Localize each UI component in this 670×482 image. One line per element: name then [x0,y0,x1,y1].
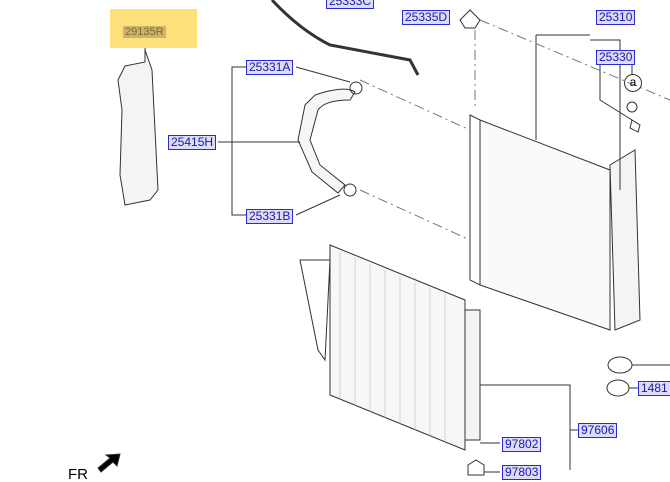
part-label-25331A[interactable]: 25331A [246,60,294,75]
part-label-25333C[interactable]: 25333C [326,0,375,9]
part-label-97606[interactable]: 97606 [578,423,618,438]
part-label-25331B[interactable]: 25331B [246,209,294,224]
part-label-29135R[interactable]: 29135R [123,26,166,38]
part-label-25415H[interactable]: 25415H [168,135,217,150]
part-label-97802[interactable]: 97802 [502,437,542,452]
callout-a: a [624,74,642,92]
part-label-25335D[interactable]: 25335D [402,10,451,25]
part-label-97803[interactable]: 97803 [502,465,542,480]
front-direction-label: FR [68,466,88,482]
part-label-1481[interactable]: 1481 [638,381,670,396]
part-label-25310[interactable]: 25310 [596,10,636,25]
part-label-25330[interactable]: 25330 [596,50,636,65]
